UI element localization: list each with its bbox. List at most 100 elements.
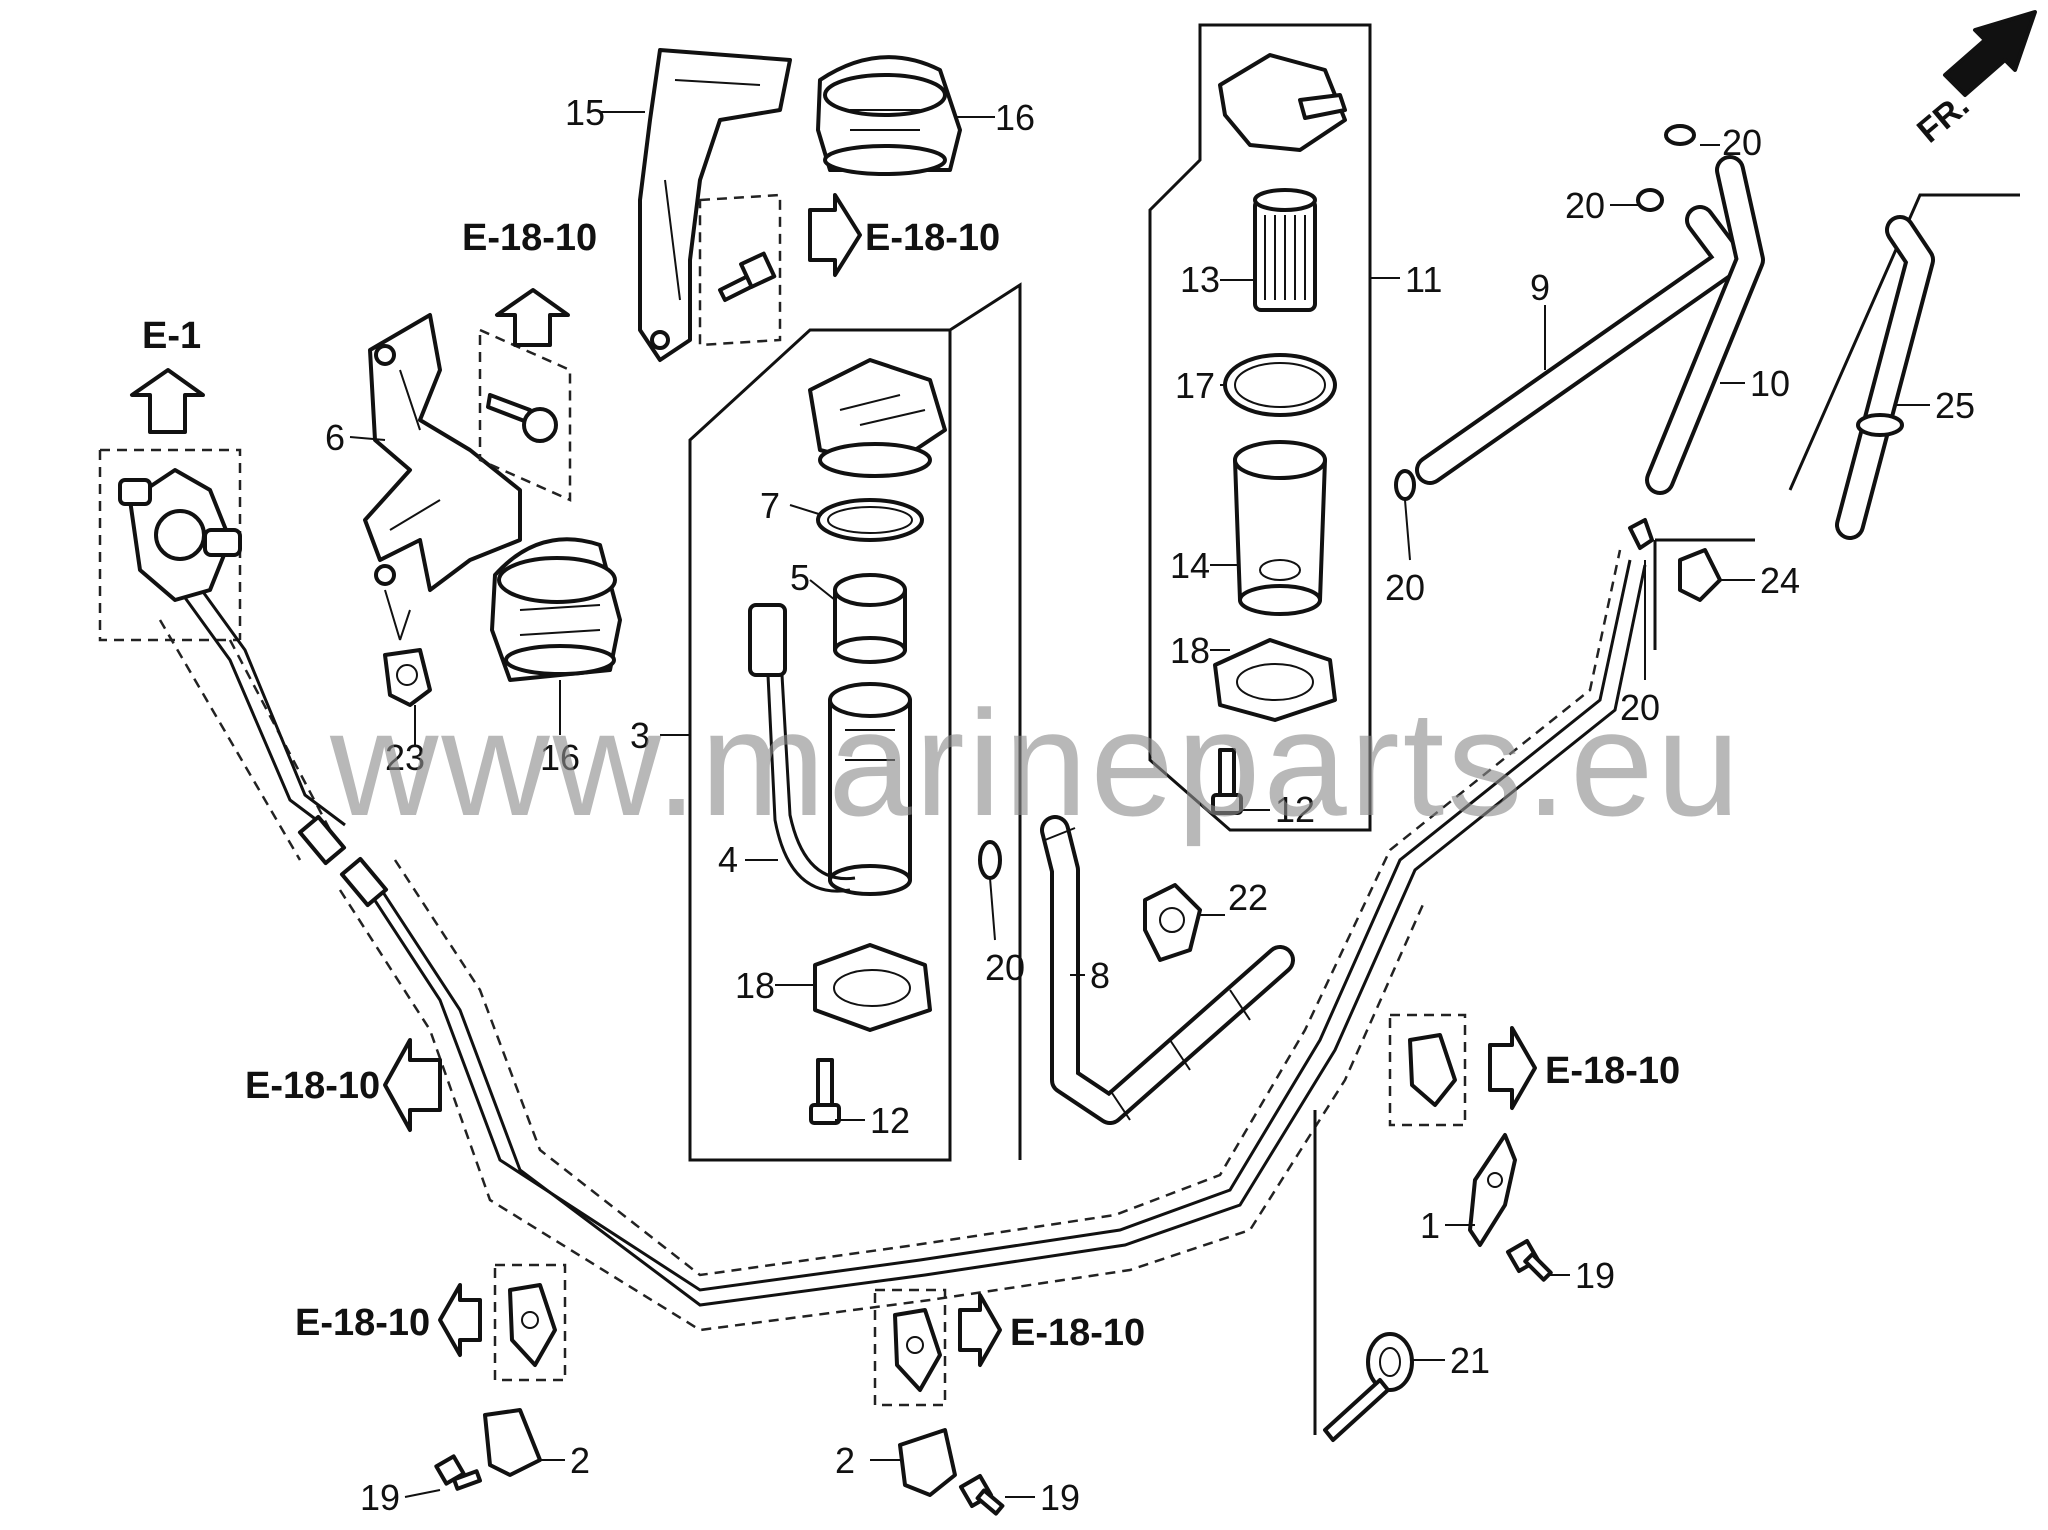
pump-box-side (949, 282, 1022, 1160)
arrow-e18-10-up (495, 288, 570, 347)
callout-20-hose8: 20 (985, 947, 1025, 988)
fuel-pump-4 (748, 603, 912, 896)
callout-labels: 15 16 6 23 16 7 5 3 4 18 12 13 17 14 18 … (325, 92, 1975, 1518)
callout-6: 6 (325, 417, 345, 458)
callout-25: 25 (1935, 385, 1975, 426)
filter-bowl-14 (1233, 440, 1327, 616)
arrow-e18-10-top-right (808, 193, 862, 277)
callout-15: 15 (565, 92, 605, 133)
clip-22 (1143, 883, 1202, 962)
ref-e18-10-center: E-18-10 (1010, 1312, 1145, 1354)
callout-23: 23 (385, 737, 425, 778)
callout-20-hose9: 20 (1385, 567, 1425, 608)
ref-e18-10-top-right: E-18-10 (865, 217, 1000, 259)
clip-23 (383, 648, 432, 707)
clip-20-hose8 (978, 840, 1002, 880)
pump-assembly-box (688, 328, 952, 1162)
callout-13: 13 (1180, 259, 1220, 300)
ref-e1: E-1 (142, 315, 201, 357)
watermark: www.marineparts.eu (329, 679, 1743, 847)
callout-18-filter: 18 (1170, 630, 1210, 671)
clip-box-center (873, 1288, 947, 1407)
ref-e18-10-lower-left: E-18-10 (295, 1302, 430, 1344)
callout-20-left: 20 (1565, 185, 1605, 226)
callout-7: 7 (760, 485, 780, 526)
pump-cover (808, 358, 947, 478)
bolt-19-left (434, 1454, 482, 1491)
callout-16-top: 16 (995, 97, 1035, 138)
filter-element-13 (1253, 188, 1317, 312)
bolt-19-right (1505, 1238, 1553, 1282)
callout-19-left: 19 (360, 1477, 400, 1518)
callout-4: 4 (718, 839, 738, 880)
callout-20-top: 20 (1722, 122, 1762, 163)
callout-5: 5 (790, 557, 810, 598)
screw-12-pump (809, 1058, 841, 1125)
bracket-6 (363, 313, 522, 592)
callout-8: 8 (1090, 955, 1110, 996)
o-ring-7 (816, 498, 924, 542)
gasket-18-pump (813, 943, 932, 1032)
grommet-16-mid (490, 537, 622, 682)
clip-20-hose9 (1394, 469, 1416, 501)
filter-assembly-box (1148, 23, 1372, 832)
leader-lines (349, 111, 1930, 1498)
bracket-2-left (483, 1408, 542, 1477)
callout-12-filter: 12 (1275, 789, 1315, 830)
callout-10: 10 (1750, 363, 1790, 404)
callout-21: 21 (1450, 1340, 1490, 1381)
callout-14: 14 (1170, 545, 1210, 586)
callout-24: 24 (1760, 560, 1800, 601)
bolt-box-6 (478, 328, 572, 502)
gasket-18-filter (1213, 638, 1337, 722)
clip-20-left (1636, 188, 1664, 212)
callout-2-left: 2 (570, 1440, 590, 1481)
callout-3: 3 (630, 715, 650, 756)
o-ring-17 (1223, 353, 1337, 417)
callout-18-pump: 18 (735, 965, 775, 1006)
hose-25 (1835, 215, 1935, 540)
hose-8 (1040, 815, 1295, 1125)
clip-right (1408, 1033, 1457, 1107)
fuel-valve-assembly (118, 468, 242, 602)
arrow-e18-10-left (383, 1038, 442, 1132)
leader-23-bracket (384, 589, 411, 641)
clip-center (893, 1308, 942, 1392)
hose-10 (1645, 155, 1765, 495)
bolt-15 (718, 251, 777, 302)
arrow-e1 (130, 368, 205, 434)
ref-e18-10-right: E-18-10 (1545, 1050, 1680, 1092)
hose-9 (1415, 205, 1745, 485)
reference-labels: E-1 E-18-10 E-18-10 E-18-10 E-18-10 E-18… (142, 86, 1976, 1354)
callout-16-mid: 16 (540, 737, 580, 778)
arrow-e18-10-right (1488, 1026, 1537, 1110)
callout-19-center: 19 (1040, 1477, 1080, 1518)
callout-22: 22 (1228, 877, 1268, 918)
drain-bolt-21 (1323, 1332, 1414, 1442)
ref-e18-10-up: E-18-10 (462, 217, 597, 259)
callout-12-pump: 12 (870, 1100, 910, 1141)
grommet-16-top (816, 55, 962, 176)
bracket-15 (638, 48, 792, 362)
callout-1: 1 (1420, 1205, 1440, 1246)
ref-e18-10-left: E-18-10 (245, 1065, 380, 1107)
arrow-front (1943, 10, 2037, 97)
filter-5 (833, 573, 907, 664)
callout-19-right: 19 (1575, 1255, 1615, 1296)
bolt-box-15 (698, 193, 782, 347)
bolt-19-center (958, 1473, 1005, 1516)
clip-20-top (1664, 124, 1696, 146)
arrow-e18-10-center (958, 1293, 1002, 1367)
filter-cap (1218, 53, 1347, 152)
clip-box-right (1388, 1013, 1467, 1127)
clip-20-right (1628, 518, 1654, 550)
clip-left (508, 1283, 557, 1367)
callout-11: 11 (1405, 259, 1442, 300)
bracket-2-center (898, 1428, 957, 1497)
screw-12-filter (1211, 748, 1243, 815)
callout-17: 17 (1175, 365, 1215, 406)
callout-9: 9 (1530, 267, 1550, 308)
hose-25-box (1788, 193, 2020, 491)
bracket-1 (1468, 1133, 1517, 1247)
